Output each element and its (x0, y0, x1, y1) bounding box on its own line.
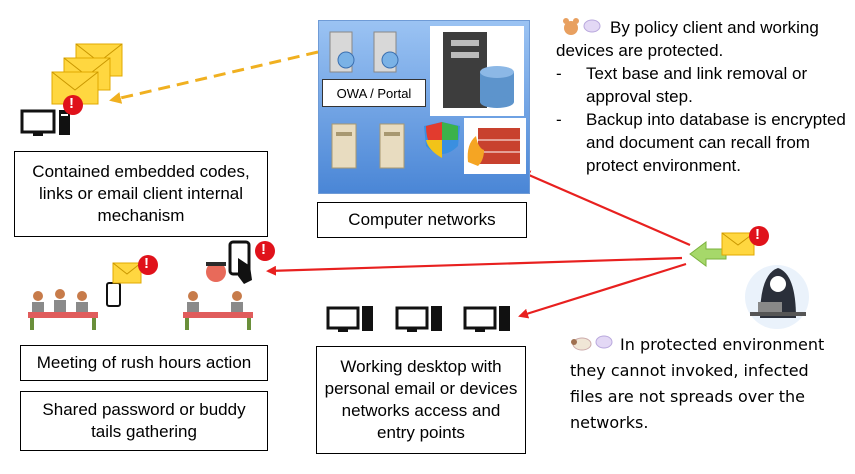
mail-icon-small (721, 232, 755, 256)
server-icon (379, 123, 405, 169)
sheep-icon (571, 337, 592, 351)
alert-icon (138, 255, 158, 275)
touch-phone-icon (228, 240, 252, 284)
shield-icon (424, 122, 460, 158)
desktop-icon (20, 109, 70, 136)
desktop-caption: Working desktop with personal email or d… (316, 346, 526, 454)
database-icon (480, 66, 514, 108)
desktop-icon (463, 306, 510, 332)
alert-glyph: ! (755, 226, 760, 243)
arrow-to-mail (109, 50, 319, 104)
network-icons (329, 26, 526, 174)
arrow-to-meeting (266, 256, 683, 276)
mail-stack-icon (51, 43, 123, 105)
firewall-icon (467, 128, 520, 166)
hacker-icon (745, 265, 809, 329)
meeting-caption: Meeting of rush hours action (20, 345, 268, 381)
arrow-to-desktops (518, 262, 687, 319)
server-icon (443, 32, 487, 108)
desktop-icon (326, 306, 373, 332)
alert-icon (749, 226, 769, 246)
alert-icon (63, 95, 83, 115)
desktop-icon (395, 306, 442, 332)
embedded-codes-caption: Contained embedded codes, links or email… (14, 151, 268, 237)
server-icon (329, 31, 355, 73)
policy-bullets: -Text base and link removal or approval … (556, 62, 846, 177)
phone-icon (106, 282, 121, 307)
back-arrow-icon (689, 241, 727, 267)
policy-bullet: -Backup into database is encrypted and d… (556, 110, 846, 175)
alert-icon (255, 241, 275, 261)
arrow-to-network (520, 170, 691, 247)
shared-password-caption: Shared password or buddy tails gathering (20, 391, 268, 451)
mail-icon-small (112, 262, 142, 284)
speech-bubble-icon (583, 19, 601, 33)
protected-note: In protected environment they cannot inv… (570, 335, 825, 432)
angry-face-icon (206, 262, 226, 282)
server-icon (331, 123, 357, 169)
server-icon (373, 31, 399, 73)
policy-note: By policy client and working devices are… (556, 16, 846, 177)
teddy-icon (563, 18, 579, 35)
policy-bullet: -Text base and link removal or approval … (556, 64, 808, 106)
network-caption: Computer networks (317, 202, 527, 238)
meeting-icon (183, 291, 253, 330)
meeting-icon (28, 289, 98, 330)
policy-lead: By policy client and working devices are… (556, 18, 819, 60)
alert-glyph: ! (144, 255, 149, 272)
speech-bubble-icon (595, 335, 613, 349)
owa-portal-label: OWA / Portal (322, 79, 426, 107)
alert-glyph: ! (261, 241, 266, 258)
alert-glyph: ! (69, 95, 74, 112)
